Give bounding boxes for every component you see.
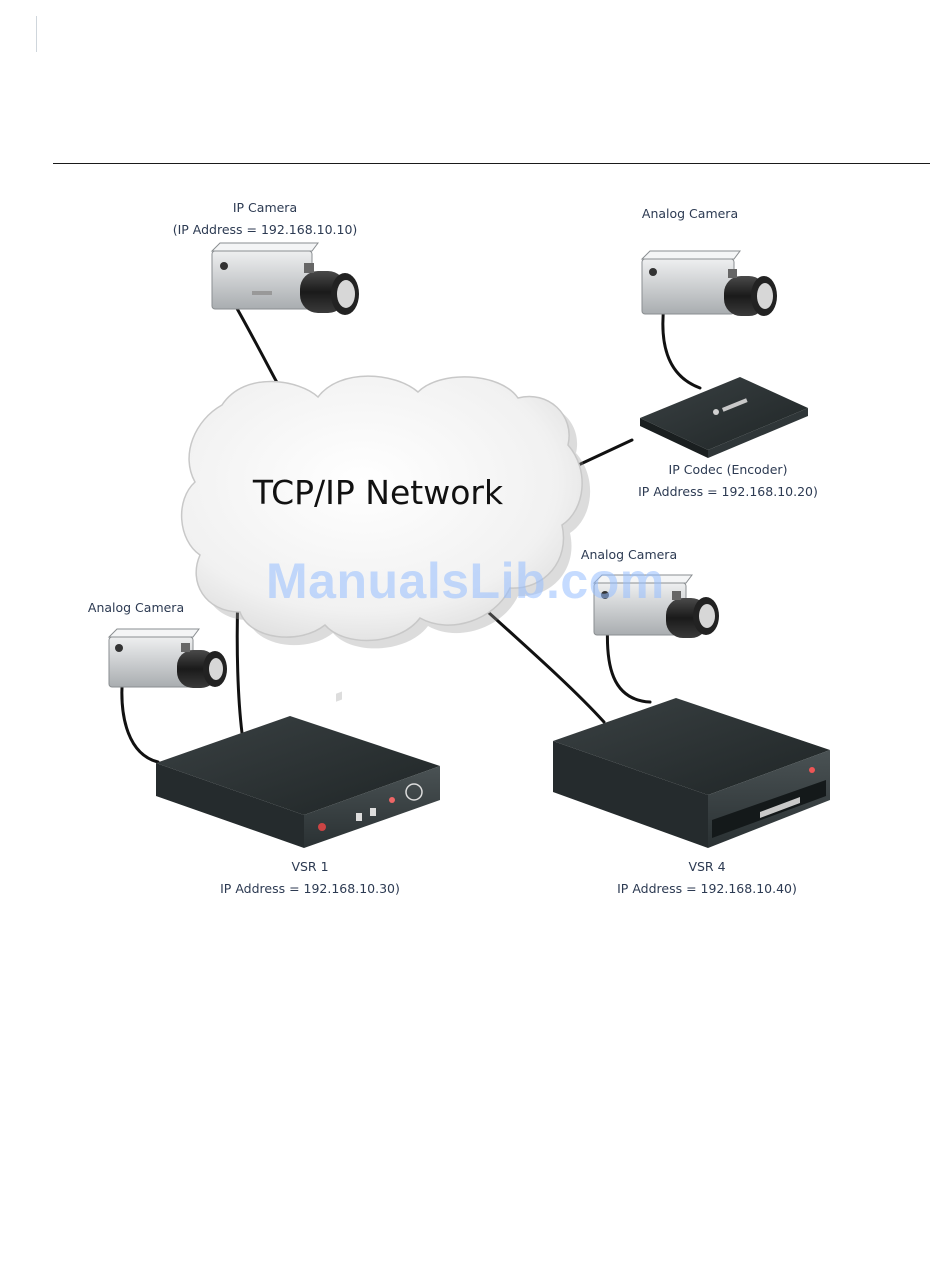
analog-camera-top-right-name: Analog Camera [610,203,770,225]
cable-network-vsr4 [488,612,604,722]
ip-camera-name: IP Camera [170,197,360,219]
vsr4-address: IP Address = 192.168.10.40) [607,878,807,900]
ip-camera [212,243,359,315]
network-title: TCP/IP Network [252,473,504,512]
analog-camera-top-right [642,251,777,316]
vsr4-name: VSR 4 [607,856,807,878]
analog-camera-left-label: Analog Camera [56,597,216,619]
ip-camera-label: IP Camera (IP Address = 192.168.10.10) [170,197,360,241]
watermark: ManualsLib.com [266,552,665,610]
analog-camera-left [109,629,227,688]
ip-codec-device [640,377,808,458]
ip-codec-name: IP Codec (Encoder) [630,459,826,481]
vsr1-address: IP Address = 192.168.10.30) [210,878,410,900]
ip-camera-address: (IP Address = 192.168.10.10) [170,219,360,241]
ip-codec-address: IP Address = 192.168.10.20) [630,481,826,503]
analog-camera-left-name: Analog Camera [56,597,216,619]
analog-camera-top-right-label: Analog Camera [610,203,770,225]
vsr1-device [156,692,440,848]
cable-analog-top-right-codec [663,305,700,388]
vsr1-label: VSR 1 IP Address = 192.168.10.30) [210,856,410,900]
vsr4-label: VSR 4 IP Address = 192.168.10.40) [607,856,807,900]
vsr1-name: VSR 1 [210,856,410,878]
ip-codec-label: IP Codec (Encoder) IP Address = 192.168.… [630,459,826,503]
vsr4-device [553,698,830,848]
